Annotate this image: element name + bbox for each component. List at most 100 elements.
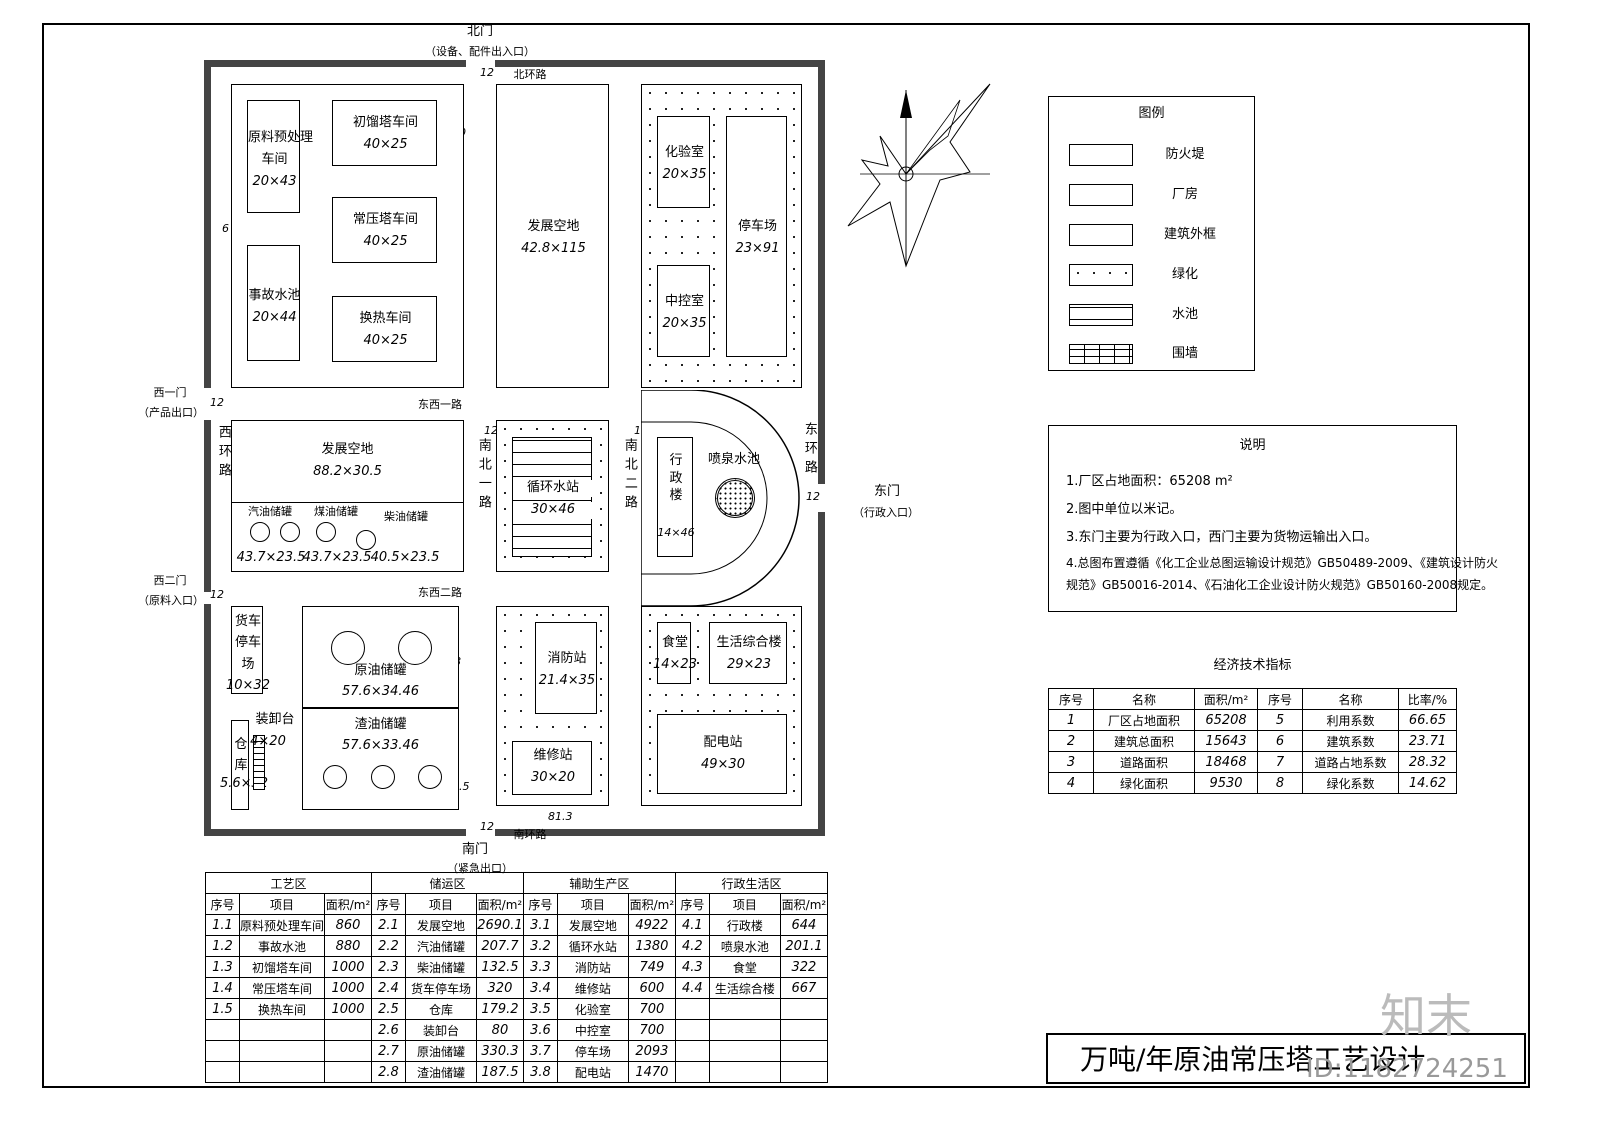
dim-north-gate: 12 — [480, 66, 494, 79]
crude-tank-size: 57.6×34.46 — [341, 684, 420, 699]
truck-parking-name: 货车 停车 场 — [234, 614, 261, 672]
power-station[interactable]: 配电站 49×30 — [657, 714, 787, 794]
area-table-cell: 860 — [324, 914, 372, 936]
area-table-cell: 1000 — [324, 998, 372, 1020]
econ-cell: 4 — [1048, 772, 1094, 794]
wall-east-2 — [818, 512, 825, 836]
area-table-cell: 3.1 — [522, 914, 558, 936]
initial-tower-workshop[interactable]: 初馏塔车间 40×25 — [332, 100, 437, 166]
residue-tank-3[interactable] — [418, 765, 442, 789]
laboratory[interactable]: 化验室 20×35 — [657, 116, 710, 208]
area-table-cell: 原料预处理车间 — [238, 914, 326, 936]
area-table-subheader: 面积/m² — [324, 893, 372, 915]
area-table-cell: 3.3 — [522, 956, 558, 978]
wall-east-1 — [818, 60, 825, 484]
canteen[interactable]: 食堂 14×23 — [653, 622, 697, 684]
development-land-1[interactable]: 发展空地 42.8×115 — [496, 84, 609, 388]
area-table-cell: 187.5 — [475, 1061, 524, 1083]
control-room[interactable]: 中控室 20×35 — [657, 265, 710, 357]
drawing-title: 万吨/年原油常压塔工艺设计 — [1080, 1043, 1426, 1076]
area-table-cell — [674, 1019, 710, 1041]
area-table-group: 辅助生产区 — [522, 872, 676, 894]
laboratory-name: 化验室 — [664, 145, 704, 160]
area-table-cell: 4.1 — [674, 914, 710, 936]
area-table-cell: 行政楼 — [708, 914, 781, 936]
residue-tank-1[interactable] — [323, 765, 347, 789]
cooling-water-name: 循环水站 — [513, 480, 593, 497]
legend-swatch-outline — [1069, 224, 1133, 246]
area-table-cell: 化验室 — [556, 998, 629, 1020]
kerosene-tank-1[interactable] — [280, 522, 300, 542]
dev2-name: 发展空地 — [321, 442, 374, 457]
diesel-tank-size: 40.5×23.5 — [370, 550, 440, 565]
wall-north-right — [495, 60, 825, 67]
atmospheric-tower-workshop[interactable]: 常压塔车间 40×25 — [332, 197, 437, 263]
area-table-group-row: 工艺区储运区辅助生产区行政生活区 — [205, 872, 829, 894]
area-table-cell: 初馏塔车间 — [238, 956, 326, 978]
residue-tank-2[interactable] — [371, 765, 395, 789]
truck-parking[interactable]: 货车 停车 场 — [231, 606, 263, 694]
crude-tank-2[interactable] — [398, 631, 432, 665]
area-table-cell: 3.6 — [522, 1019, 558, 1041]
laboratory-size: 20×35 — [662, 167, 707, 182]
econ-header-cell: 名称 — [1093, 688, 1195, 710]
diesel-tank-name: 柴油储罐 — [384, 510, 428, 523]
watermark-brand: 知末 — [1380, 989, 1472, 1043]
area-table-cell: 货车停车场 — [404, 977, 477, 999]
area-table-group: 行政生活区 — [674, 872, 829, 894]
legend-swatch-wall — [1069, 344, 1133, 364]
warehouse[interactable]: 仓 库 — [231, 720, 249, 810]
repair-station[interactable]: 维修站 30×20 — [512, 741, 592, 795]
drawing-frame — [42, 23, 1530, 1088]
kerosene-tank-name: 煤油储罐 — [314, 505, 358, 518]
area-table-subheader: 序号 — [522, 893, 558, 915]
accident-pool[interactable]: 事故水池 20×44 — [247, 245, 301, 361]
area-table-cell — [708, 998, 781, 1020]
econ-cell: 绿化系数 — [1302, 772, 1399, 794]
crude-tank-1[interactable] — [331, 631, 365, 665]
crude-tank-dike[interactable] — [302, 606, 459, 708]
fountain-pool[interactable] — [715, 478, 755, 518]
legend-label-wall: 围墙 — [1171, 346, 1198, 361]
wall-west-1 — [204, 60, 211, 388]
area-table-cell: 2.1 — [370, 914, 406, 936]
area-table-subheader: 项目 — [404, 893, 477, 915]
area-table-cell — [779, 1019, 829, 1041]
repair-station-size: 30×20 — [531, 770, 575, 785]
area-table-cell: 事故水池 — [238, 935, 326, 957]
fuel-tank-dike[interactable] — [231, 502, 464, 572]
initial-tower-name: 初馏塔车间 — [352, 115, 418, 130]
residue-tank-dike[interactable] — [302, 708, 459, 810]
area-table-cell: 1000 — [324, 956, 372, 978]
fire-station[interactable]: 消防站 21.4×35 — [535, 622, 597, 714]
kerosene-tank-2[interactable] — [316, 522, 336, 542]
heat-exchange-workshop[interactable]: 换热车间 40×25 — [332, 296, 437, 362]
gate-west1-sub: （产品出口） — [138, 406, 204, 419]
diesel-tank[interactable] — [356, 530, 376, 550]
cooling-water-station[interactable]: 循环水站 30×46 — [512, 437, 593, 557]
gasoline-tank-name: 汽油储罐 — [248, 505, 292, 518]
gasoline-tank[interactable] — [250, 522, 270, 542]
legend-label-plant: 厂房 — [1171, 187, 1198, 202]
parking-lot[interactable]: 停车场 23×91 — [726, 116, 787, 357]
area-table-cell: 中控室 — [556, 1019, 629, 1041]
loading-platform[interactable] — [253, 735, 265, 790]
area-table-cell: 生活综合楼 — [708, 977, 781, 999]
control-room-name: 中控室 — [664, 294, 704, 309]
living-complex[interactable]: 生活综合楼 29×23 — [709, 622, 787, 684]
area-table-cell: 1.5 — [205, 998, 240, 1020]
area-table-cell: 1.3 — [205, 956, 240, 978]
legend-title: 图例 — [1138, 106, 1165, 121]
accident-pool-size: 20×44 — [252, 310, 297, 325]
legend-swatch-firewall — [1069, 144, 1133, 166]
area-table-cell: 1000 — [324, 977, 372, 999]
admin-building[interactable]: 行 政 楼 14×46 — [657, 437, 695, 557]
pretreatment-workshop[interactable]: 原料预处理 车间 20×43 — [247, 100, 313, 213]
note-line-2: 2.图中单位以米记。 — [1066, 502, 1183, 517]
area-table-cell: 1.2 — [205, 935, 240, 957]
gate-north-label: 北门 — [466, 24, 493, 39]
area-table-cell — [779, 1061, 829, 1083]
